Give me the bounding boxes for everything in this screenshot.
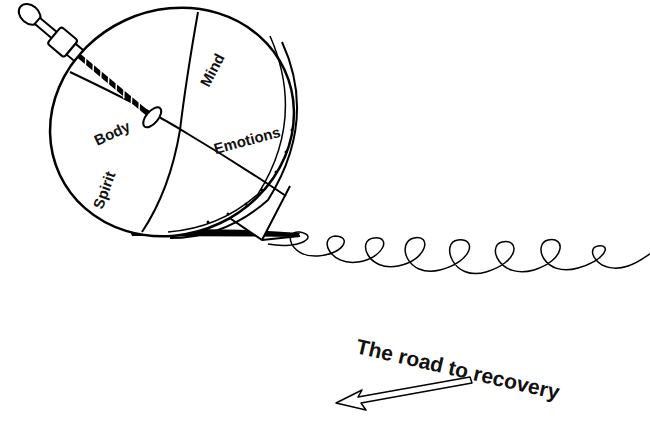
road-trail — [268, 232, 650, 274]
top-handle — [13, 0, 165, 130]
top-rim-inner — [168, 36, 285, 232]
direction-arrow — [336, 377, 472, 410]
top-body — [12, 0, 331, 276]
peg-ground-line — [262, 236, 300, 240]
